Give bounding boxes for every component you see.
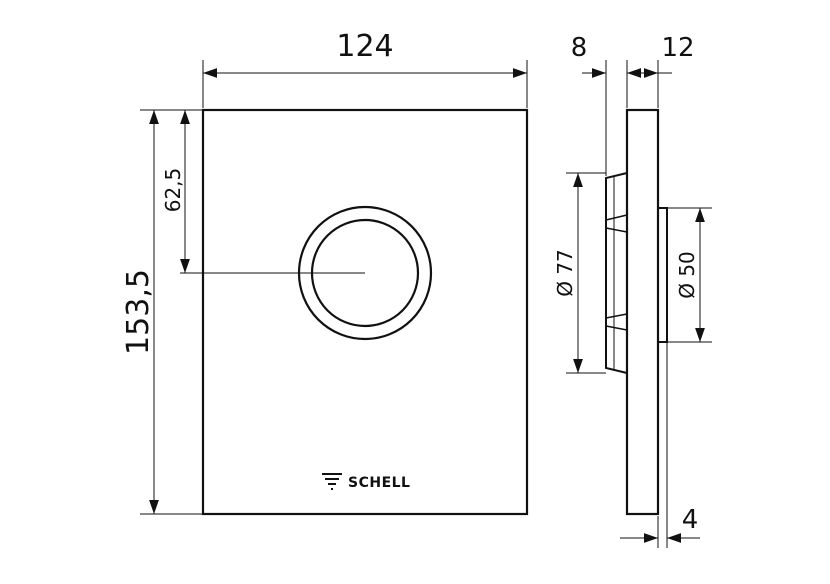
bottom-offset-label: 4 bbox=[682, 505, 699, 535]
front-view bbox=[140, 60, 529, 516]
schell-logo-icon bbox=[322, 473, 342, 490]
height-label: 153,5 bbox=[121, 269, 156, 355]
center-height-label: 62,5 bbox=[161, 168, 185, 213]
plate-thickness-label: 12 bbox=[661, 33, 694, 63]
outer-diameter-label: Ø 77 bbox=[553, 249, 577, 297]
side-view bbox=[566, 60, 712, 548]
brand-label: SCHELL bbox=[348, 475, 410, 491]
flush-plate-outline bbox=[201, 108, 529, 516]
button-mechanism-outline bbox=[605, 172, 628, 374]
inner-diameter-label: Ø 50 bbox=[675, 251, 699, 299]
width-label: 124 bbox=[336, 29, 393, 64]
side-plate-outline bbox=[625, 108, 660, 516]
rear-boss-outline bbox=[657, 207, 668, 343]
depth-label: 8 bbox=[571, 33, 588, 63]
